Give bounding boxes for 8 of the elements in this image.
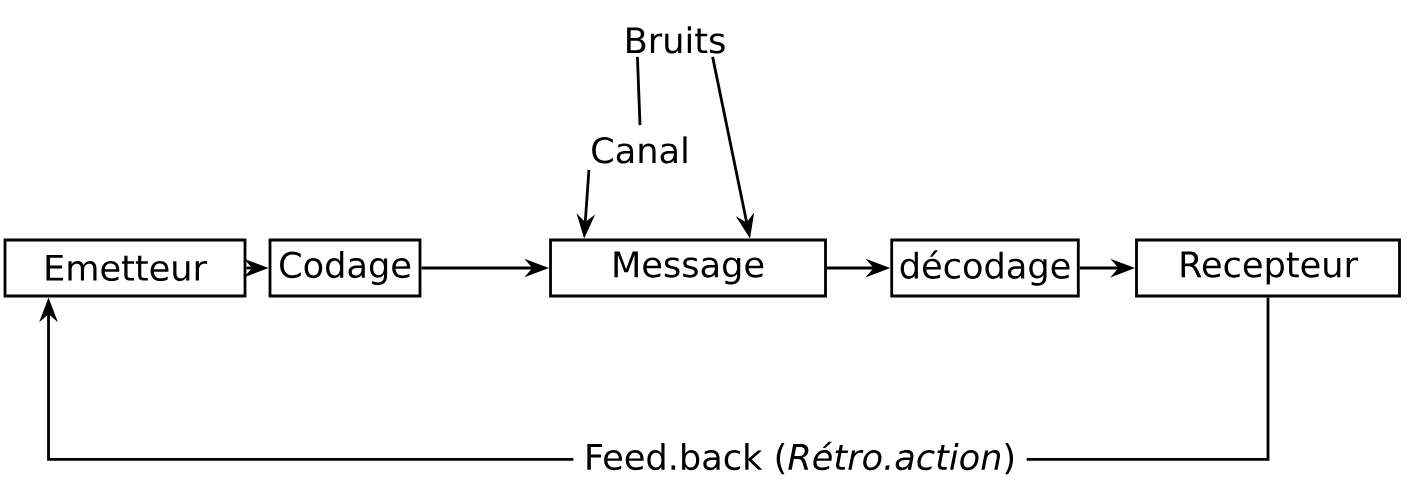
edge-label: Feed.back (Rétro.action): [573, 431, 1027, 485]
process-box: décodage: [890, 238, 1080, 298]
process-box: Message: [549, 238, 827, 298]
node-label: Bruits: [627, 26, 725, 54]
node-label: Canal: [592, 136, 687, 164]
process-box: Codage: [268, 238, 422, 298]
process-box: Emetteur: [3, 238, 247, 298]
process-box: Recepteur: [1135, 238, 1401, 298]
